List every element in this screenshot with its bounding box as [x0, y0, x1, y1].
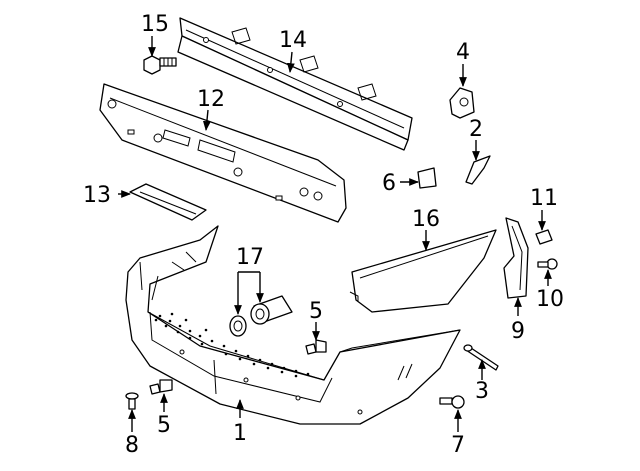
mounting-bracket-part [449, 87, 475, 119]
callout-14: 14 [279, 28, 307, 53]
callout-13: 13 [83, 183, 111, 208]
bolt-part [143, 55, 177, 75]
leader-14 [286, 51, 295, 73]
callout-17: 17 [236, 245, 264, 270]
callout-4: 4 [456, 40, 470, 65]
push-rivet-part [125, 392, 139, 410]
energy-absorber-part [99, 83, 347, 223]
callout-1: 1 [233, 421, 247, 446]
callout-5-lower: 5 [157, 413, 171, 438]
clip-part [465, 155, 491, 185]
retainer-part [417, 167, 437, 189]
step-texture [154, 312, 310, 378]
screw-lower-part [439, 395, 465, 409]
callout-15: 15 [141, 12, 169, 37]
callout-9: 9 [511, 319, 525, 344]
fastener-upper-part [305, 339, 327, 355]
leader-12 [202, 109, 211, 131]
retainer-rod-part [463, 344, 499, 371]
callout-12: 12 [197, 87, 225, 112]
reinforcement-beam-part [177, 17, 413, 151]
side-fascia-part [349, 229, 497, 313]
side-bracket-part [503, 217, 529, 299]
callout-11: 11 [530, 186, 558, 211]
callout-6: 6 [382, 171, 396, 196]
step-pad-part [129, 183, 207, 221]
bumper-cover-part [125, 225, 461, 425]
callout-7: 7 [451, 433, 465, 458]
callouts: 15 14 12 13 4 2 6 16 11 10 9 17 5 3 1 5 … [83, 12, 564, 458]
callout-16: 16 [412, 207, 440, 232]
leader-lines [118, 36, 552, 432]
push-pin-part [535, 229, 553, 245]
parking-sensor-part [229, 295, 293, 337]
callout-5-upper: 5 [309, 299, 323, 324]
fastener-lower-part [149, 379, 173, 395]
callout-2: 2 [469, 117, 483, 142]
callout-8: 8 [125, 433, 139, 458]
screw-part [537, 258, 558, 270]
callout-3: 3 [475, 379, 489, 404]
callout-10: 10 [536, 287, 564, 312]
